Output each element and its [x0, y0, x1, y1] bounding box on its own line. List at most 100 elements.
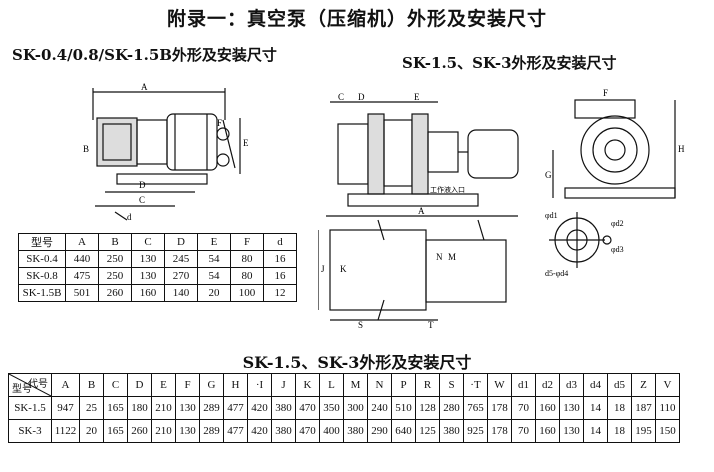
table-cell: 80	[230, 267, 264, 285]
table-cell: 178	[487, 396, 512, 420]
table-cell: 289	[199, 419, 224, 443]
dim-label-n: N	[436, 252, 443, 262]
col-header: E	[197, 233, 231, 251]
table-cell: 18	[607, 419, 632, 443]
table-cell: 130	[559, 419, 584, 443]
table-cell: 187	[631, 396, 656, 420]
dim-label-h: H	[678, 144, 685, 154]
table-cell: 380	[271, 419, 296, 443]
table-cell: SK-1.5B	[18, 284, 66, 302]
table-cell: 128	[415, 396, 440, 420]
table-cell: 640	[391, 419, 416, 443]
dim-label-d: D	[358, 92, 365, 102]
table-cell: 380	[343, 419, 368, 443]
table-cell: 350	[319, 396, 344, 420]
col-header: A	[65, 233, 99, 251]
col-header: B	[98, 233, 132, 251]
table-cell: 250	[98, 250, 132, 268]
col-header: d5	[607, 373, 632, 397]
col-header: d	[263, 233, 297, 251]
col-header: L	[319, 373, 344, 397]
table-cell: 100	[230, 284, 264, 302]
col-header: H	[223, 373, 248, 397]
table-row: SK-0.4 440 250 130 245 54 80 16	[18, 250, 297, 268]
col-header: 型号	[18, 233, 66, 251]
dim-label-a: A	[418, 206, 425, 216]
middle-section-heading: SK-1.5、SK-3外形及安装尺寸	[242, 353, 472, 372]
col-header: Z	[631, 373, 656, 397]
dim-label-f: F	[217, 118, 222, 128]
table-sk-small: 型号 A B C D E F d SK-0.4 440 250 130 245 …	[18, 233, 297, 302]
dim-label-e: E	[243, 138, 249, 148]
table-cell: 420	[247, 396, 272, 420]
table-cell: 1122	[51, 419, 80, 443]
table-cell: SK-1.5	[8, 396, 52, 420]
col-header: C	[131, 233, 165, 251]
table-cell: 250	[98, 267, 132, 285]
table-cell: 470	[295, 396, 320, 420]
end-view-drawing: F H G φd1 φd2 φd3 d5-φd4	[545, 88, 685, 278]
table-cell: SK-0.4	[18, 250, 66, 268]
dim-label-m: M	[448, 252, 456, 262]
table-cell: SK-0.8	[18, 267, 66, 285]
dim-label-j: J	[321, 264, 325, 274]
table-cell: 245	[164, 250, 198, 268]
dim-label-d3: φd3	[611, 245, 624, 254]
table-cell: 130	[131, 250, 165, 268]
table-cell: 130	[131, 267, 165, 285]
table-cell: 150	[655, 419, 680, 443]
left-section-heading: SK-0.4/0.8/SK-1.5B外形及安装尺寸	[12, 46, 277, 64]
table-cell: 180	[127, 396, 152, 420]
table-cell: 925	[463, 419, 488, 443]
col-header: d1	[511, 373, 536, 397]
dim-label-d-small: d	[127, 212, 132, 222]
col-header: B	[79, 373, 104, 397]
dim-label-d2: φd2	[611, 219, 624, 228]
table-cell: 14	[583, 396, 608, 420]
table-cell: 280	[439, 396, 464, 420]
corner-bottom-label: 型号	[12, 384, 32, 395]
table-cell: 160	[535, 419, 560, 443]
table-cell: 130	[175, 419, 200, 443]
corner-header-cell: 代号 型号	[8, 373, 52, 397]
table-cell: 70	[511, 419, 536, 443]
table-cell: 210	[151, 419, 176, 443]
table-cell: 125	[415, 419, 440, 443]
dim-label-a: A	[141, 82, 148, 92]
col-header: J	[271, 373, 296, 397]
table-cell: 380	[439, 419, 464, 443]
table-header-row: 型号 A B C D E F d	[18, 233, 297, 251]
table-cell: 470	[295, 419, 320, 443]
table-cell: 20	[197, 284, 231, 302]
table-cell: 80	[230, 250, 264, 268]
table-cell: 25	[79, 396, 104, 420]
table-cell: 210	[151, 396, 176, 420]
table-cell: 765	[463, 396, 488, 420]
table-cell: SK-3	[8, 419, 52, 443]
col-header: W	[487, 373, 512, 397]
table-cell: 12	[263, 284, 297, 302]
col-header: S	[439, 373, 464, 397]
dim-label-d: D	[139, 180, 146, 190]
col-header: K	[295, 373, 320, 397]
table-cell: 240	[367, 396, 392, 420]
table-cell: 420	[247, 419, 272, 443]
table-cell: 20	[79, 419, 104, 443]
col-header: N	[367, 373, 392, 397]
col-header: M	[343, 373, 368, 397]
dim-label-d5: d5-φd4	[545, 269, 568, 278]
table-cell: 54	[197, 267, 231, 285]
table-cell: 140	[164, 284, 198, 302]
table-cell: 475	[65, 267, 99, 285]
col-header: d2	[535, 373, 560, 397]
table-cell: 165	[103, 419, 128, 443]
dim-label-g: G	[545, 170, 552, 180]
table-cell: 400	[319, 419, 344, 443]
table-cell: 260	[127, 419, 152, 443]
table-sk-large: 代号 型号 A B C D E F G H ·I J K L M N P R S…	[8, 373, 680, 443]
table-cell: 160	[131, 284, 165, 302]
table-cell: 290	[367, 419, 392, 443]
table-cell: 947	[51, 396, 80, 420]
dim-label-c: C	[139, 195, 145, 205]
col-header: d4	[583, 373, 608, 397]
